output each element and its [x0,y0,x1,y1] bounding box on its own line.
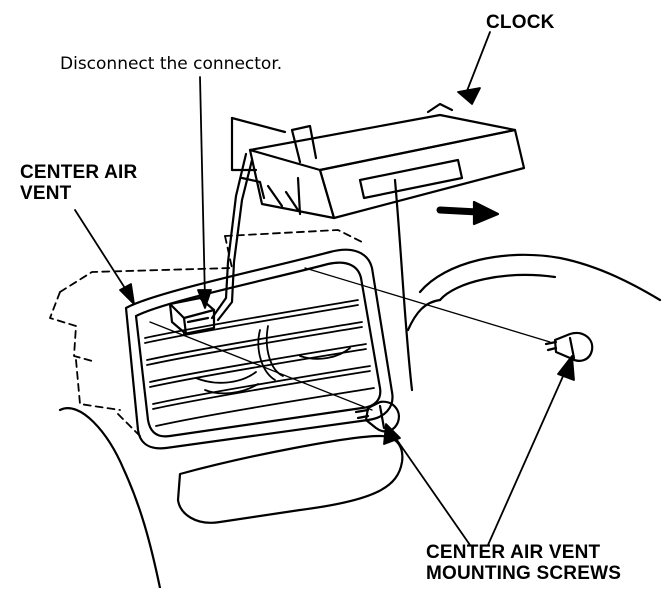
mounting-screws-label: CENTER AIR VENT MOUNTING SCREWS [426,542,621,585]
connector [168,296,216,336]
screw-alignment-lines [149,267,551,411]
removal-arrow [436,200,500,226]
lower-vent-panel [176,434,404,524]
mounting-screw-lower [354,400,400,433]
center-air-vent-label-line-1: CENTER AIR [20,162,138,183]
clock-label: CLOCK [486,12,555,33]
wire-harness [210,152,254,322]
center-air-vent-label: CENTER AIR VENT [20,162,137,205]
vent-frame [124,248,394,450]
dashboard-outline [58,116,662,590]
mounting-screws-label-line-2: MOUNTING SCREWS [426,563,622,585]
clock-unit [240,102,526,220]
vent-louvers [144,299,375,427]
callout-leaders [74,31,575,546]
mounting-screws-label-line-1: CENTER AIR VENT [426,542,601,563]
connector-note-label: Disconnect the connector. [60,54,283,74]
center-air-vent-label-line-2: VENT [20,183,72,205]
mounting-screw-right [544,331,594,362]
dashed-housing [49,229,363,437]
